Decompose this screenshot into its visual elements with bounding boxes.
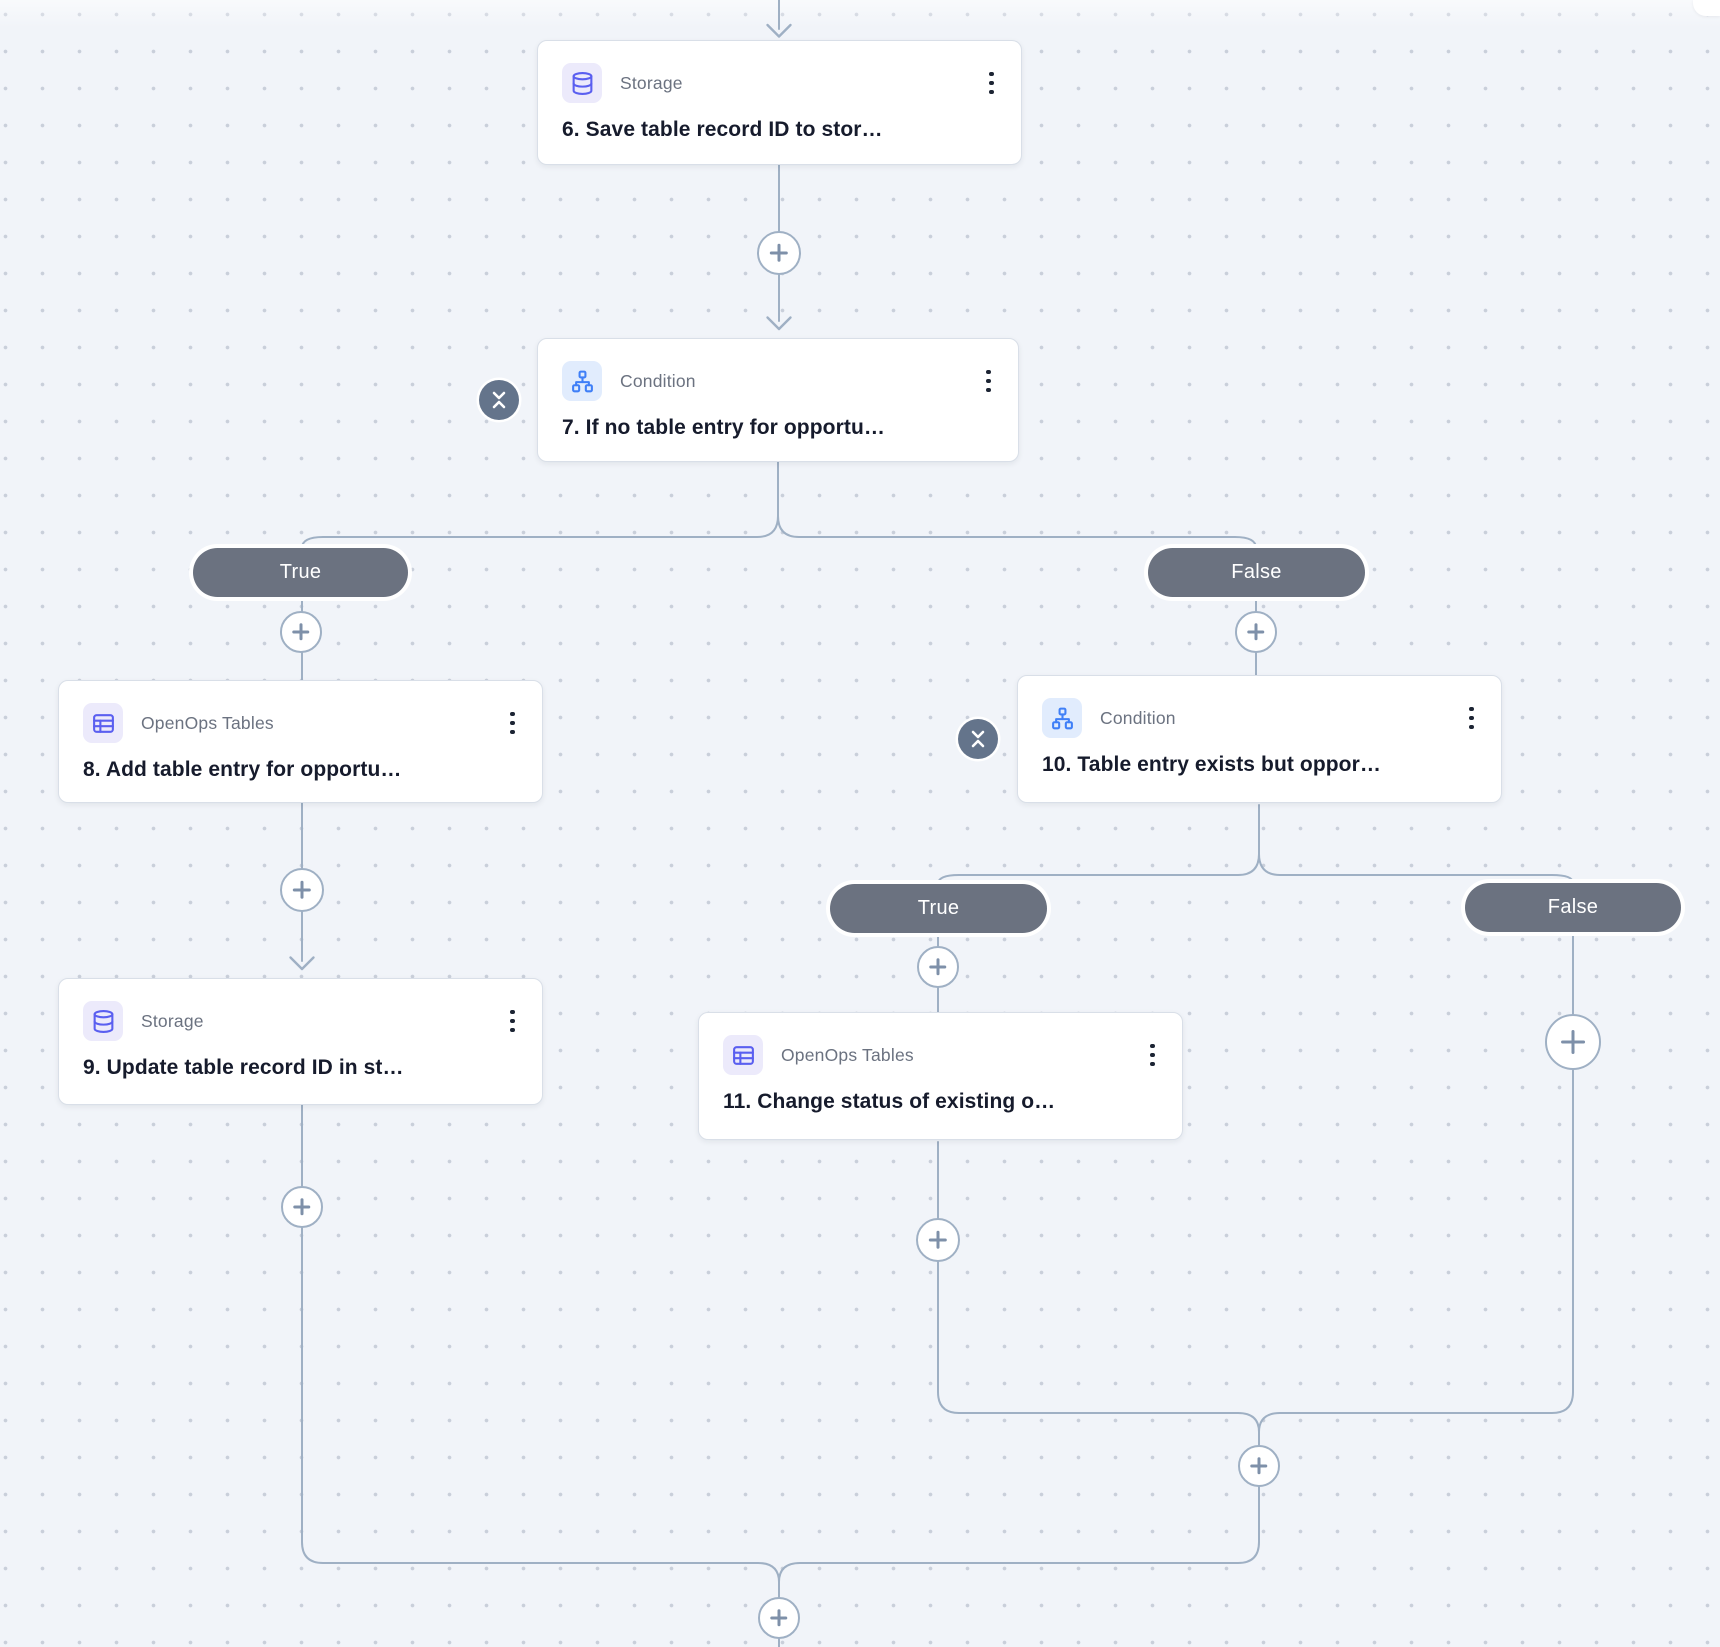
- step-menu-button[interactable]: [986, 67, 997, 100]
- database-icon: [83, 1001, 123, 1041]
- step-title: 10. Table entry exists but oppor…: [1042, 753, 1381, 776]
- step-type-label: Storage: [620, 72, 683, 93]
- workflow-step-6[interactable]: Storage 6. Save table record ID to stor…: [537, 40, 1022, 165]
- step-header: Storage: [562, 63, 997, 103]
- branch-label-true: True: [830, 884, 1047, 933]
- collapse-branch-button[interactable]: [958, 719, 998, 759]
- step-header: OpenOps Tables: [723, 1035, 1158, 1075]
- table-icon: [83, 703, 123, 743]
- collapse-branch-button[interactable]: [479, 380, 519, 420]
- collapse-icon: [492, 391, 506, 409]
- step-type-label: Storage: [141, 1010, 204, 1031]
- database-icon: [562, 63, 602, 103]
- step-type-label: OpenOps Tables: [781, 1044, 914, 1065]
- add-step-button[interactable]: [917, 946, 959, 988]
- step-menu-button[interactable]: [507, 707, 518, 740]
- edge-lines: [289, 0, 1574, 1647]
- step-menu-button[interactable]: [507, 1005, 518, 1038]
- workflow-step-11[interactable]: OpenOps Tables 11. Change status of exis…: [698, 1012, 1183, 1140]
- collapse-icon: [971, 730, 985, 748]
- workflow-step-7[interactable]: Condition 7. If no table entry for oppor…: [537, 338, 1019, 462]
- add-step-button[interactable]: [280, 611, 322, 653]
- add-step-button[interactable]: [1238, 1445, 1280, 1487]
- step-header: OpenOps Tables: [83, 703, 518, 743]
- branch-label-true: True: [193, 548, 408, 597]
- step-menu-button[interactable]: [1147, 1039, 1158, 1072]
- sitemap-icon: [1042, 698, 1082, 738]
- sitemap-icon: [562, 361, 602, 401]
- add-step-button[interactable]: [280, 868, 324, 912]
- add-step-button[interactable]: [1235, 611, 1277, 653]
- step-type-label: Condition: [620, 370, 696, 391]
- panel-corner: [1693, 0, 1720, 16]
- step-title: 9. Update table record ID in st…: [83, 1056, 404, 1079]
- step-title: 8. Add table entry for opportu…: [83, 758, 402, 781]
- step-type-label: Condition: [1100, 707, 1176, 728]
- step-header: Condition: [562, 361, 994, 401]
- add-step-button[interactable]: [281, 1186, 323, 1228]
- branch-label-false: False: [1148, 548, 1365, 597]
- step-menu-button[interactable]: [1466, 702, 1477, 735]
- workflow-step-8[interactable]: OpenOps Tables 8. Add table entry for op…: [58, 680, 543, 803]
- step-menu-button[interactable]: [983, 365, 994, 398]
- add-step-button[interactable]: [1545, 1014, 1601, 1070]
- step-title: 6. Save table record ID to stor…: [562, 118, 883, 141]
- add-step-button[interactable]: [757, 231, 801, 275]
- step-header: Storage: [83, 1001, 518, 1041]
- branch-label-false: False: [1465, 883, 1681, 932]
- add-step-button[interactable]: [916, 1218, 960, 1262]
- step-title: 7. If no table entry for opportu…: [562, 416, 885, 439]
- step-type-label: OpenOps Tables: [141, 712, 274, 733]
- table-icon: [723, 1035, 763, 1075]
- add-step-button[interactable]: [758, 1597, 800, 1639]
- step-title: 11. Change status of existing o…: [723, 1090, 1056, 1113]
- workflow-step-9[interactable]: Storage 9. Update table record ID in st…: [58, 978, 543, 1105]
- step-header: Condition: [1042, 698, 1477, 738]
- workflow-step-10[interactable]: Condition 10. Table entry exists but opp…: [1017, 675, 1502, 803]
